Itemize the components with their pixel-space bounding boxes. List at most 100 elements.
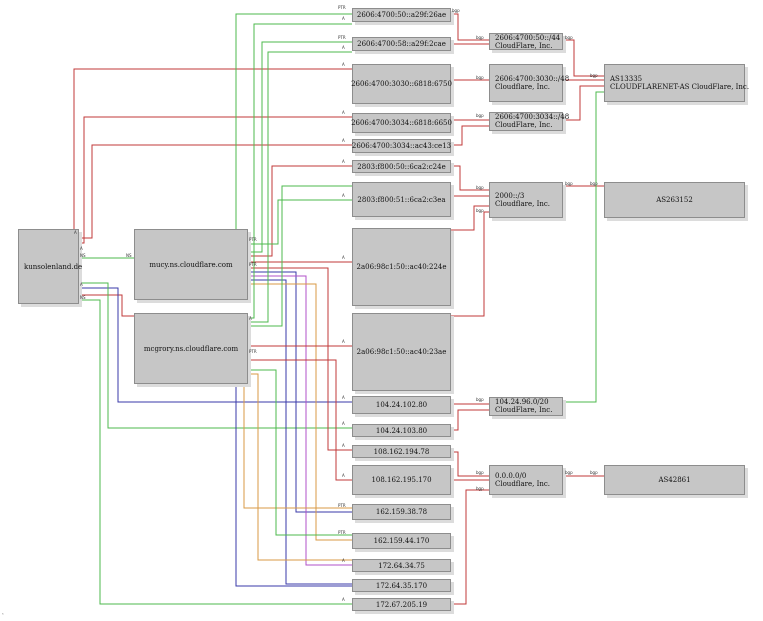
prefix-node-3[interactable]: 2606:4700:3034::/48 CloudFlare, Inc. — [489, 112, 569, 131]
prefix-node-2-line1: 2606:4700:3030::/48 — [495, 75, 570, 83]
ipv4-node-d[interactable]: 108.162.195.170 — [352, 465, 451, 495]
corner-mark: ʰ — [2, 612, 4, 617]
edge-label-bgp: bgp — [565, 35, 573, 40]
edge-ns1-v6b — [248, 41, 352, 253]
prefix-node-2[interactable]: 2606:4700:3030::/48 Cloudflare, Inc. — [489, 64, 569, 102]
prefix-node-6[interactable]: 0.0.0.0/0 Cloudflare, Inc. — [489, 465, 563, 495]
edge-label-ptr: PTR — [338, 5, 346, 10]
edge-label-aaaa: A — [342, 62, 345, 67]
as-node-263152[interactable]: AS263152 — [604, 182, 745, 218]
edge-ns2-v6a — [248, 23, 352, 319]
edge-label-aaaa: A — [342, 558, 345, 563]
edge-v4i-p6 — [451, 489, 489, 605]
edge-label-ptr: PTR — [338, 530, 346, 535]
ipv6-node-g-label: 2803:f800:51::6ca2:c3ea — [357, 195, 446, 204]
edge-label-bgp: bgp — [590, 470, 598, 475]
ns-node-mcgrory[interactable]: mcgrory.ns.cloudflare.com — [134, 313, 248, 384]
edge-ns2-v4f — [248, 369, 352, 536]
ipv6-node-a[interactable]: 2606:4700:50::a29f:26ae — [352, 8, 451, 22]
edge-label-aaaa: A — [342, 255, 345, 260]
ipv4-node-b-label: 104.24.103.80 — [375, 426, 428, 435]
ipv6-node-c-label: 2606:4700:3030::6818:6750 — [351, 80, 452, 88]
edge-v6h-p4 — [451, 205, 489, 231]
ipv4-node-e-label: 162.159.38.78 — [375, 508, 428, 516]
ipv6-node-f[interactable]: 2803:f800:50::6ca2:c24e — [352, 160, 451, 173]
prefix-node-1[interactable]: 2606:4700:50::/44 CloudFlare, Inc. — [489, 33, 563, 50]
prefix-node-4-line2: Cloudflare, Inc. — [495, 200, 550, 208]
ipv4-node-g[interactable]: 172.64.34.75 — [352, 559, 451, 572]
edge-label-bgp: bgp — [590, 73, 598, 78]
ipv6-node-i-label: 2a06:98c1:50::ac40:23ae — [356, 348, 447, 356]
edge-p1-as1 — [563, 39, 604, 77]
edge-ns1-v6f — [248, 165, 352, 257]
edge-label-bgp: bgp — [565, 470, 573, 475]
edge-label-aaaa: A — [342, 395, 345, 400]
prefix-node-4-line1: 2000::/3 — [495, 192, 525, 200]
edge-label-ns: NS — [80, 253, 86, 258]
edge-label-bgp: bgp — [476, 470, 484, 475]
as-node-42861[interactable]: AS42861 — [604, 465, 745, 495]
edge-p5-as1 — [563, 91, 604, 403]
edge-label-bgp: bgp — [476, 486, 484, 491]
ipv4-node-d-label: 108.162.195.170 — [371, 476, 432, 484]
ipv4-node-e[interactable]: 162.159.38.78 — [352, 504, 451, 520]
prefix-node-6-line1: 0.0.0.0/0 — [495, 472, 527, 480]
prefix-node-4[interactable]: 2000::/3 Cloudflare, Inc. — [489, 182, 563, 218]
edge-v6e-p3 — [451, 125, 489, 146]
edge-label-aaaa: A — [342, 597, 345, 602]
ipv6-node-d-label: 2606:4700:3034::6818:6650 — [351, 119, 452, 127]
ipv4-node-b[interactable]: 104.24.103.80 — [352, 424, 451, 437]
ipv6-node-d[interactable]: 2606:4700:3034::6818:6650 — [351, 113, 452, 133]
edge-ns1-v6g — [248, 199, 352, 245]
ipv4-node-a[interactable]: 104.24.102.80 — [352, 396, 451, 414]
edge-label-ptr: PTR — [338, 35, 346, 40]
ipv4-node-c[interactable]: 108.162.194.78 — [352, 445, 451, 458]
edge-label-ptr: PTR — [249, 237, 257, 242]
ipv6-node-f-label: 2803:f800:50::6ca2:c24e — [357, 162, 446, 171]
edge-ns2-v4g — [248, 373, 352, 561]
edge-domain-v4b — [79, 282, 352, 429]
prefix-node-3-line1: 2606:4700:3034::/48 — [495, 113, 570, 121]
prefix-node-6-line2: Cloudflare, Inc. — [495, 480, 550, 488]
edge-ns2-v6b — [248, 51, 352, 323]
ipv6-node-c[interactable]: 2606:4700:3030::6818:6750 — [351, 64, 452, 104]
edge-label-aaaa: A — [342, 110, 345, 115]
edge-ns2-v4h — [235, 377, 352, 587]
ipv6-node-i[interactable]: 2a06:98c1:50::ac40:23ae — [352, 313, 451, 391]
prefix-node-5-line1: 104.24.96.0/20 — [495, 398, 549, 406]
edge-ns1-v4c — [248, 267, 352, 451]
ns-node-mucy[interactable]: mucy.ns.cloudflare.com — [134, 229, 248, 300]
as-node-13335[interactable]: AS13335 CLOUDFLARENET-AS CloudFlare, Inc… — [604, 64, 749, 102]
ipv6-node-b[interactable]: 2606:4700:58::a29f:2cae — [352, 37, 451, 51]
edge-ns2-v6f — [248, 185, 352, 327]
ipv4-node-f[interactable]: 162.159.44.170 — [352, 533, 451, 549]
ipv6-node-a-label: 2606:4700:50::a29f:26ae — [356, 11, 447, 19]
edge-domain-v4a — [79, 287, 352, 403]
as-node-13335-line2: CLOUDFLARENET-AS CloudFlare, Inc. — [610, 83, 750, 91]
ipv4-node-i[interactable]: 172.67.205.19 — [352, 598, 451, 611]
ipv6-node-h-label: 2a06:98c1:50::ac40:224e — [356, 263, 447, 271]
edge-label-bgp: bgp — [565, 181, 573, 186]
edge-domain-v4i — [79, 299, 352, 605]
edge-ns1-v4e — [248, 271, 352, 513]
ipv4-node-a-label: 104.24.102.80 — [375, 401, 428, 409]
edge-label-aaaa: A — [342, 443, 345, 448]
edge-label-a: A — [80, 246, 83, 251]
edge-v6f-p4 — [451, 165, 489, 191]
ipv6-node-g[interactable]: 2803:f800:51::6ca2:c3ea — [352, 182, 451, 217]
edge-label-aaaa: A — [342, 45, 345, 50]
domain-node[interactable]: kunsolenland.de — [18, 229, 82, 304]
edge-p3-as1 — [563, 85, 604, 121]
edge-ns1-v6a — [235, 13, 352, 249]
edge-label-aaaa: A — [342, 339, 345, 344]
prefix-node-5[interactable]: 104.24.96.0/20 CloudFlare, Inc. — [489, 397, 563, 416]
edge-domain-v6e — [79, 144, 352, 239]
ipv4-node-i-label: 172.67.205.19 — [375, 600, 428, 609]
ipv4-node-h[interactable]: 172.64.35.170 — [352, 579, 451, 592]
edge-label-ns: NS — [80, 295, 86, 300]
ipv6-node-e[interactable]: 2606:4700:3034::ac43:ce13 — [352, 139, 451, 153]
edge-ns1-v4g — [248, 275, 352, 566]
ipv6-node-h[interactable]: 2a06:98c1:50::ac40:224e — [352, 228, 451, 306]
prefix-node-2-line2: Cloudflare, Inc. — [495, 83, 550, 91]
